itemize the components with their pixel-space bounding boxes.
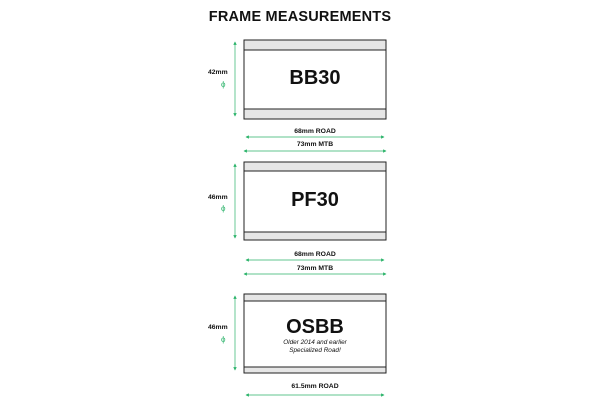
block-title: PF30 bbox=[291, 189, 339, 211]
block-note: Older 2014 and earlier Specialized Road! bbox=[283, 339, 347, 354]
page-title: FRAME MEASUREMENTS bbox=[208, 9, 392, 25]
diameter-symbol: ϕ bbox=[221, 335, 226, 344]
shell-outline bbox=[243, 161, 387, 241]
shell-bottom-band bbox=[243, 231, 387, 241]
shell-bottom-band bbox=[243, 108, 387, 120]
width-label: 73mm MTB bbox=[296, 141, 334, 148]
diameter-symbol: ϕ bbox=[221, 80, 226, 89]
block-pf30 bbox=[233, 161, 387, 276]
shell-top-band bbox=[243, 161, 387, 172]
height-label: 42mm bbox=[208, 69, 228, 76]
width-label: 61.5mm ROAD bbox=[291, 383, 339, 390]
diameter-symbol: ϕ bbox=[221, 204, 226, 213]
height-label: 46mm bbox=[208, 324, 228, 331]
shell-top-band bbox=[243, 293, 387, 302]
width-label: 68mm ROAD bbox=[294, 251, 336, 258]
block-bb30 bbox=[233, 39, 387, 153]
block-osbb bbox=[233, 293, 387, 397]
shell-outline bbox=[243, 293, 387, 374]
height-label: 46mm bbox=[208, 194, 228, 201]
shell-outline bbox=[243, 39, 387, 120]
shell-top-band bbox=[243, 39, 387, 51]
block-title: BB30 bbox=[289, 67, 341, 89]
width-label: 68mm ROAD bbox=[294, 128, 336, 135]
shell-bottom-band bbox=[243, 366, 387, 374]
block-title: OSBB bbox=[286, 316, 344, 338]
width-label: 73mm MTB bbox=[296, 265, 334, 272]
